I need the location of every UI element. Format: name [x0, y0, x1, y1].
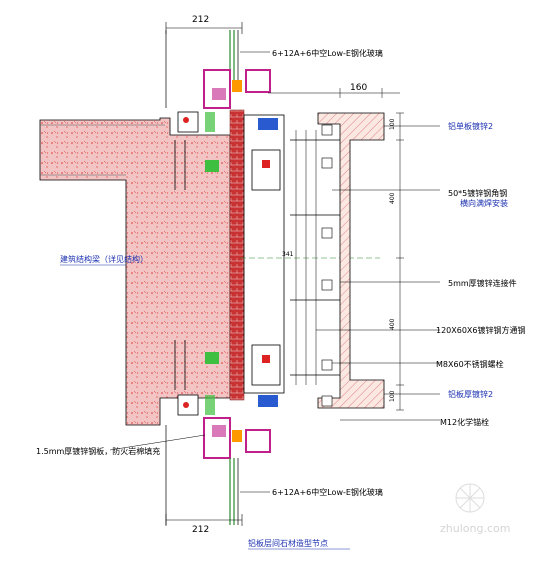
centerline: 341 [240, 251, 380, 259]
dimension-chain-right: 100 400 400 100 [389, 112, 404, 411]
leader-lines [316, 125, 440, 421]
dimension-bottom: 212 [165, 514, 243, 535]
insulation-layer [229, 109, 245, 401]
steel-frame [243, 114, 285, 407]
label-fireproof: 1.5mm厚镀锌钢板，防火岩棉填充 [36, 446, 160, 456]
label-steel-angle: 50*5镀锌钢角钢 [448, 188, 507, 198]
label-bolt: M8X60不锈钢螺栓 [436, 359, 504, 369]
dim-100-bottom: 100 [389, 390, 396, 402]
watermark: zhulong.com [440, 483, 510, 535]
label-glass-bottom: 6+12A+6中空Low-E钢化玻璃 [272, 487, 383, 497]
lower-mullion [203, 417, 271, 459]
upper-mullion [203, 69, 271, 109]
structure-slab [39, 117, 231, 426]
watermark-text: zhulong.com [440, 522, 510, 535]
dim-400-b: 400 [389, 318, 396, 330]
dimension-160: 160 [268, 83, 400, 98]
label-plate-5mm: 5mm厚镀锌连接件 [448, 278, 517, 288]
stone-cladding [317, 112, 385, 409]
label-glass-top: 6+12A+6中空Low-E钢化玻璃 [272, 48, 383, 58]
dim-top-width: 212 [192, 15, 209, 25]
anchor-bolts [174, 111, 199, 416]
drawing-title: 铝板层间石材造型节点 [248, 538, 328, 548]
connector-plates [205, 112, 219, 415]
dimension-top: 212 [165, 15, 243, 34]
label-aluminum-top: 铝单板镀锌2 [448, 121, 493, 131]
steel-angles [290, 130, 340, 385]
label-aluminum-bottom: 铝板厚镀锌2 [448, 389, 493, 399]
label-anchor: M12化学锚栓 [440, 417, 489, 427]
dim-100-top: 100 [389, 118, 396, 130]
label-structure: 建筑结构梁（详见结构） [60, 254, 148, 264]
upper-glass [165, 30, 239, 108]
label-tube: 120X60X6镀锌钢方通钢 [436, 325, 526, 335]
dim-bottom-width: 212 [192, 525, 209, 535]
label-steel-angle-sub: 横向满焊安装 [460, 198, 508, 208]
lower-glass [165, 425, 239, 525]
dim-341: 341 [282, 251, 294, 258]
dim-160: 160 [350, 83, 367, 93]
dim-400-a: 400 [389, 192, 396, 204]
